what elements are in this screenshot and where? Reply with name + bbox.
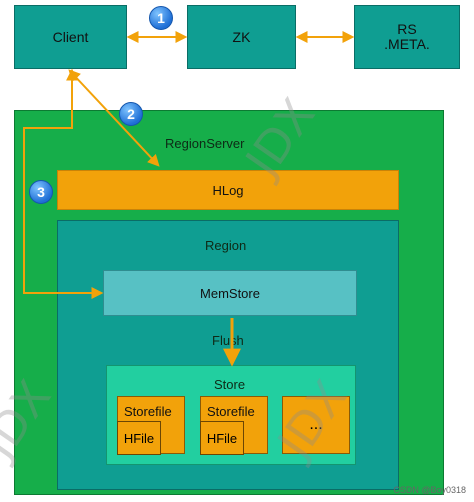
client-node: Client <box>14 5 127 69</box>
storefile-label-1: Storefile <box>124 404 172 419</box>
storefile-label-2: Storefile <box>207 404 255 419</box>
client-regionserver-arrow <box>68 69 160 167</box>
hfile-box-2: HFile <box>200 421 244 455</box>
region-label: Region <box>205 238 247 253</box>
footer-credit: CSDN @Boy0318 <box>393 485 466 495</box>
hfile-label-2: HFile <box>206 430 238 446</box>
step-1-label: 1 <box>157 10 165 26</box>
region-server-label: RegionServer <box>165 136 245 151</box>
rs-meta-node: RS .META. <box>354 5 460 69</box>
client-memstore-arrow <box>23 68 104 299</box>
step-2-badge: 2 <box>119 102 143 126</box>
step-3-label: 3 <box>37 184 45 200</box>
step-3-badge: 3 <box>29 180 53 204</box>
memstore-box: MemStore <box>103 270 357 316</box>
step-1-badge: 1 <box>149 6 173 30</box>
more-storefiles-box: ... <box>282 396 350 454</box>
step-2-label: 2 <box>127 106 135 122</box>
memstore-label: MemStore <box>200 285 260 301</box>
hlog-box: HLog <box>57 170 399 210</box>
more-label: ... <box>309 416 323 433</box>
hlog-label: HLog <box>212 182 244 198</box>
zk-label: ZK <box>232 28 251 45</box>
store-label: Store <box>214 377 246 392</box>
hfile-label-1: HFile <box>123 430 155 446</box>
flush-label: Flush <box>212 333 244 348</box>
zk-node: ZK <box>187 5 296 69</box>
rs-meta-label: RS .META. <box>384 21 430 52</box>
hfile-box-1: HFile <box>117 421 161 455</box>
client-label: Client <box>52 28 89 45</box>
